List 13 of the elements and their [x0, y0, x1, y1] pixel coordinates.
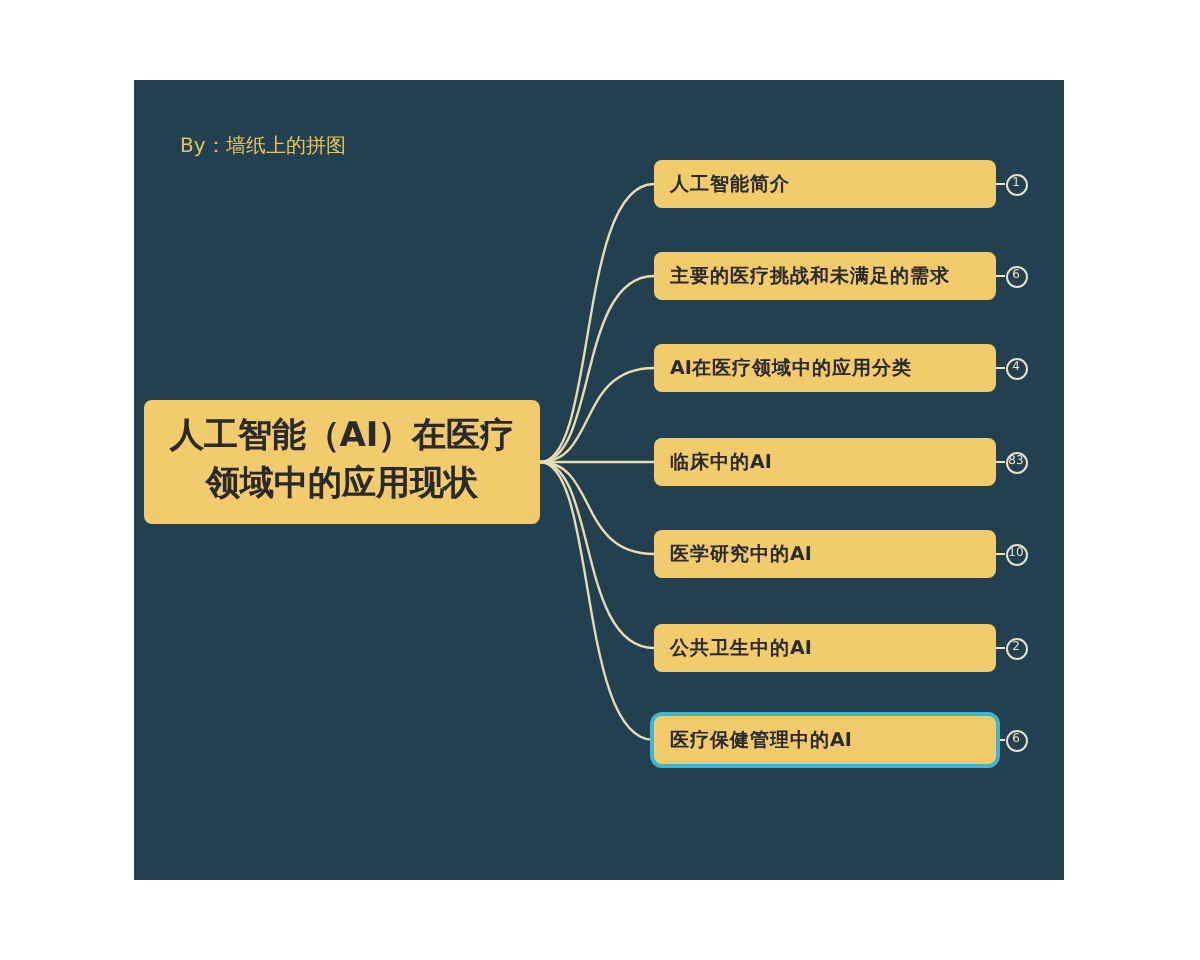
topic-box: 医学研究中的AI	[654, 530, 996, 578]
topic-box: 人工智能简介	[654, 160, 996, 208]
topic-box: 公共卫生中的AI	[654, 624, 996, 672]
branch-line	[539, 366, 655, 464]
branch-line	[539, 460, 655, 742]
topic-box: AI在医疗领域中的应用分类	[654, 344, 996, 392]
topic-box: 主要的医疗挑战和未满足的需求	[654, 252, 996, 300]
topic-box: 临床中的AI	[654, 438, 996, 486]
topic-box: 医疗保健管理中的AI	[654, 716, 996, 764]
central-topic-box: 人工智能（AI）在医疗领域中的应用现状	[144, 400, 540, 524]
author-credit: By：墙纸上的拼图	[180, 133, 346, 160]
branch-line	[539, 182, 655, 464]
branch-line	[539, 460, 655, 650]
